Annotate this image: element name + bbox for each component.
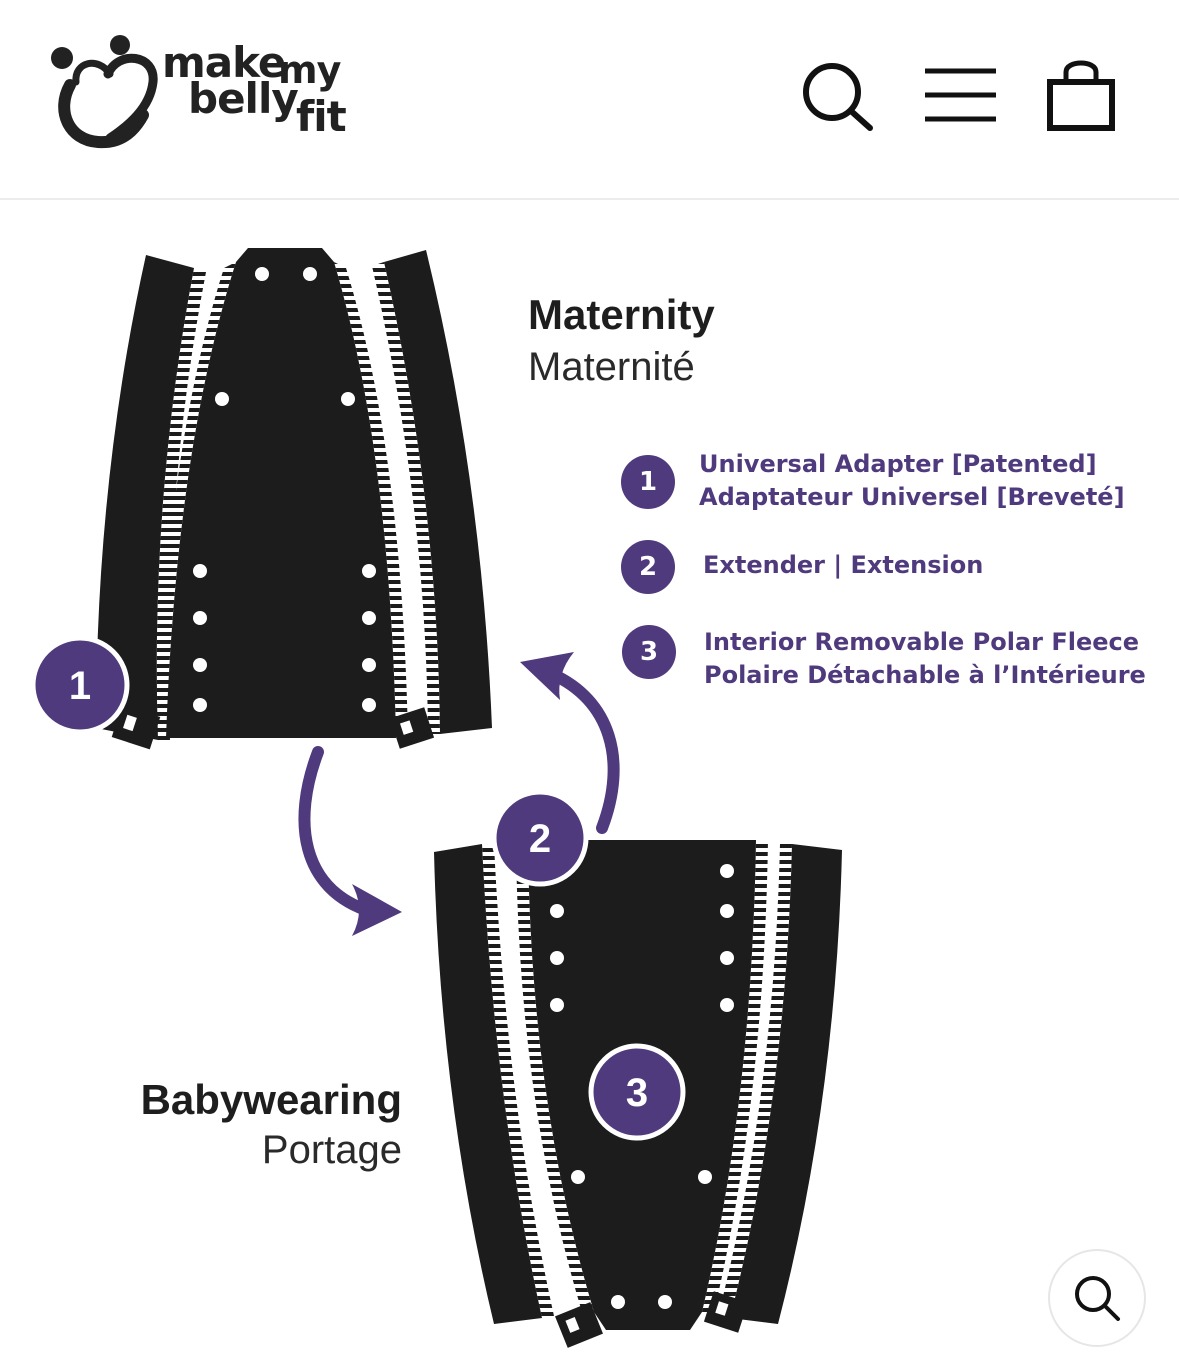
babywearing-snap-dots	[550, 864, 734, 1309]
maternity-right-strip	[372, 250, 492, 734]
site-header: make my belly fit	[0, 0, 1179, 200]
legend-3-text: Interior Removable Polar Fleece Polaire …	[704, 626, 1146, 692]
legend-1-text: Universal Adapter [Patented] Adaptateur …	[699, 448, 1125, 514]
legend-1-line2: Adaptateur Universel [Breveté]	[699, 483, 1125, 511]
legend-1-number: 1	[621, 455, 675, 509]
badge-2-extender	[491, 789, 589, 887]
cart-icon	[1047, 60, 1115, 131]
arrow-maternity-to-babywearing	[298, 746, 402, 936]
babywearing-subtitle: Portage	[261, 1128, 402, 1172]
arrow-babywearing-to-maternity	[520, 652, 620, 834]
badge-3-polar-fleece	[588, 1043, 686, 1141]
menu-button[interactable]	[922, 58, 1000, 132]
badge-3-number: 3	[626, 1071, 648, 1115]
maternity-subtitle: Maternité	[528, 345, 695, 389]
maternity-title: Maternity	[528, 291, 715, 338]
legend-3-line1: Interior Removable Polar Fleece	[704, 628, 1140, 656]
legend-2-text: Extender | Extension	[703, 549, 983, 582]
legend-1-line1: Universal Adapter [Patented]	[699, 450, 1097, 478]
babywearing-zipper-pulls	[555, 1291, 749, 1348]
legend-2-number: 2	[621, 540, 675, 594]
maternity-center-panel	[156, 248, 408, 738]
legend-2-line1: Extender | Extension	[703, 551, 984, 579]
babywearing-right-strip	[718, 844, 842, 1324]
brand-logo[interactable]: make my belly fit	[48, 30, 368, 160]
logo-word-my: my	[278, 48, 341, 92]
cart-button[interactable]	[1046, 58, 1118, 136]
badge-1-universal-adapter	[30, 635, 130, 735]
search-icon	[803, 63, 873, 131]
maternity-snap-dots	[193, 267, 376, 712]
babywearing-left-strip	[434, 844, 554, 1324]
product-diagram: 1 2 3 Maternity Maternité Babywearing Po…	[0, 200, 1179, 1371]
diagram-artwork: 1 2 3	[30, 248, 842, 1348]
logo-word-belly: belly	[188, 74, 299, 123]
magnifier-icon	[1075, 1276, 1120, 1321]
zoom-image-button[interactable]	[1048, 1249, 1146, 1347]
legend-3-number: 3	[622, 625, 676, 679]
legend-3-line2: Polaire Détachable à l’Intérieure	[704, 661, 1146, 689]
logo-word-fit: fit	[296, 92, 347, 141]
babywearing-title: Babywearing	[140, 1076, 402, 1123]
menu-icon	[925, 68, 996, 122]
badge-1-number: 1	[69, 664, 91, 708]
logo-word-make: make	[162, 38, 286, 87]
logo-mark-icon	[51, 35, 158, 149]
badge-2-number: 2	[529, 817, 551, 861]
maternity-zipper-pulls	[111, 704, 435, 750]
search-button[interactable]	[800, 58, 876, 138]
